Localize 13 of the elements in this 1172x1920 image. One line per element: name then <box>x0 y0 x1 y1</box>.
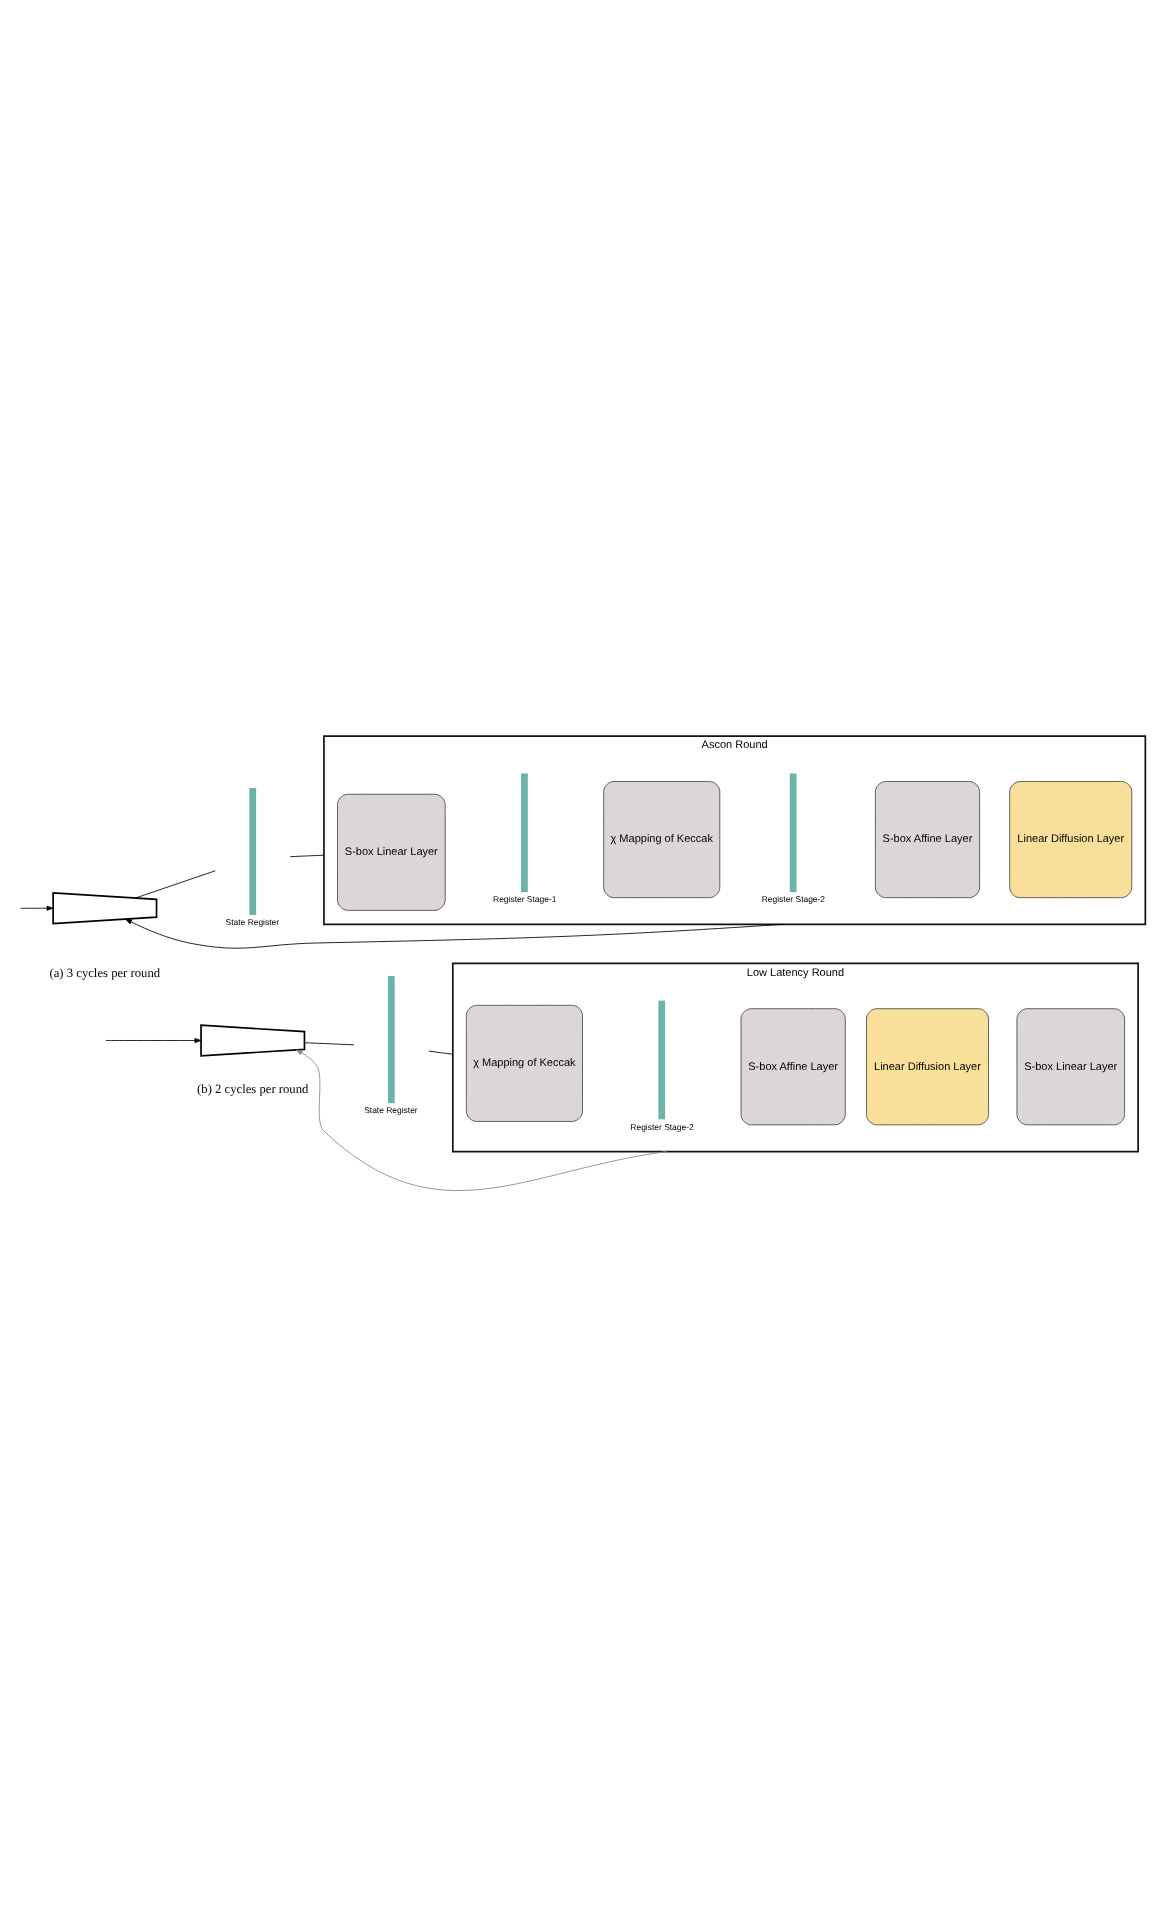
connector <box>289 854 325 858</box>
connector <box>428 1050 454 1055</box>
node-bar <box>658 1000 666 1120</box>
node-bar <box>521 773 528 893</box>
node-bar <box>789 773 797 893</box>
arrow <box>125 918 784 949</box>
node-bar <box>387 976 395 1104</box>
connector <box>304 1042 355 1046</box>
arrow <box>20 905 54 911</box>
arrow <box>295 1049 668 1191</box>
connector <box>135 870 216 899</box>
arrow <box>105 1038 202 1043</box>
node-bar <box>249 787 257 916</box>
